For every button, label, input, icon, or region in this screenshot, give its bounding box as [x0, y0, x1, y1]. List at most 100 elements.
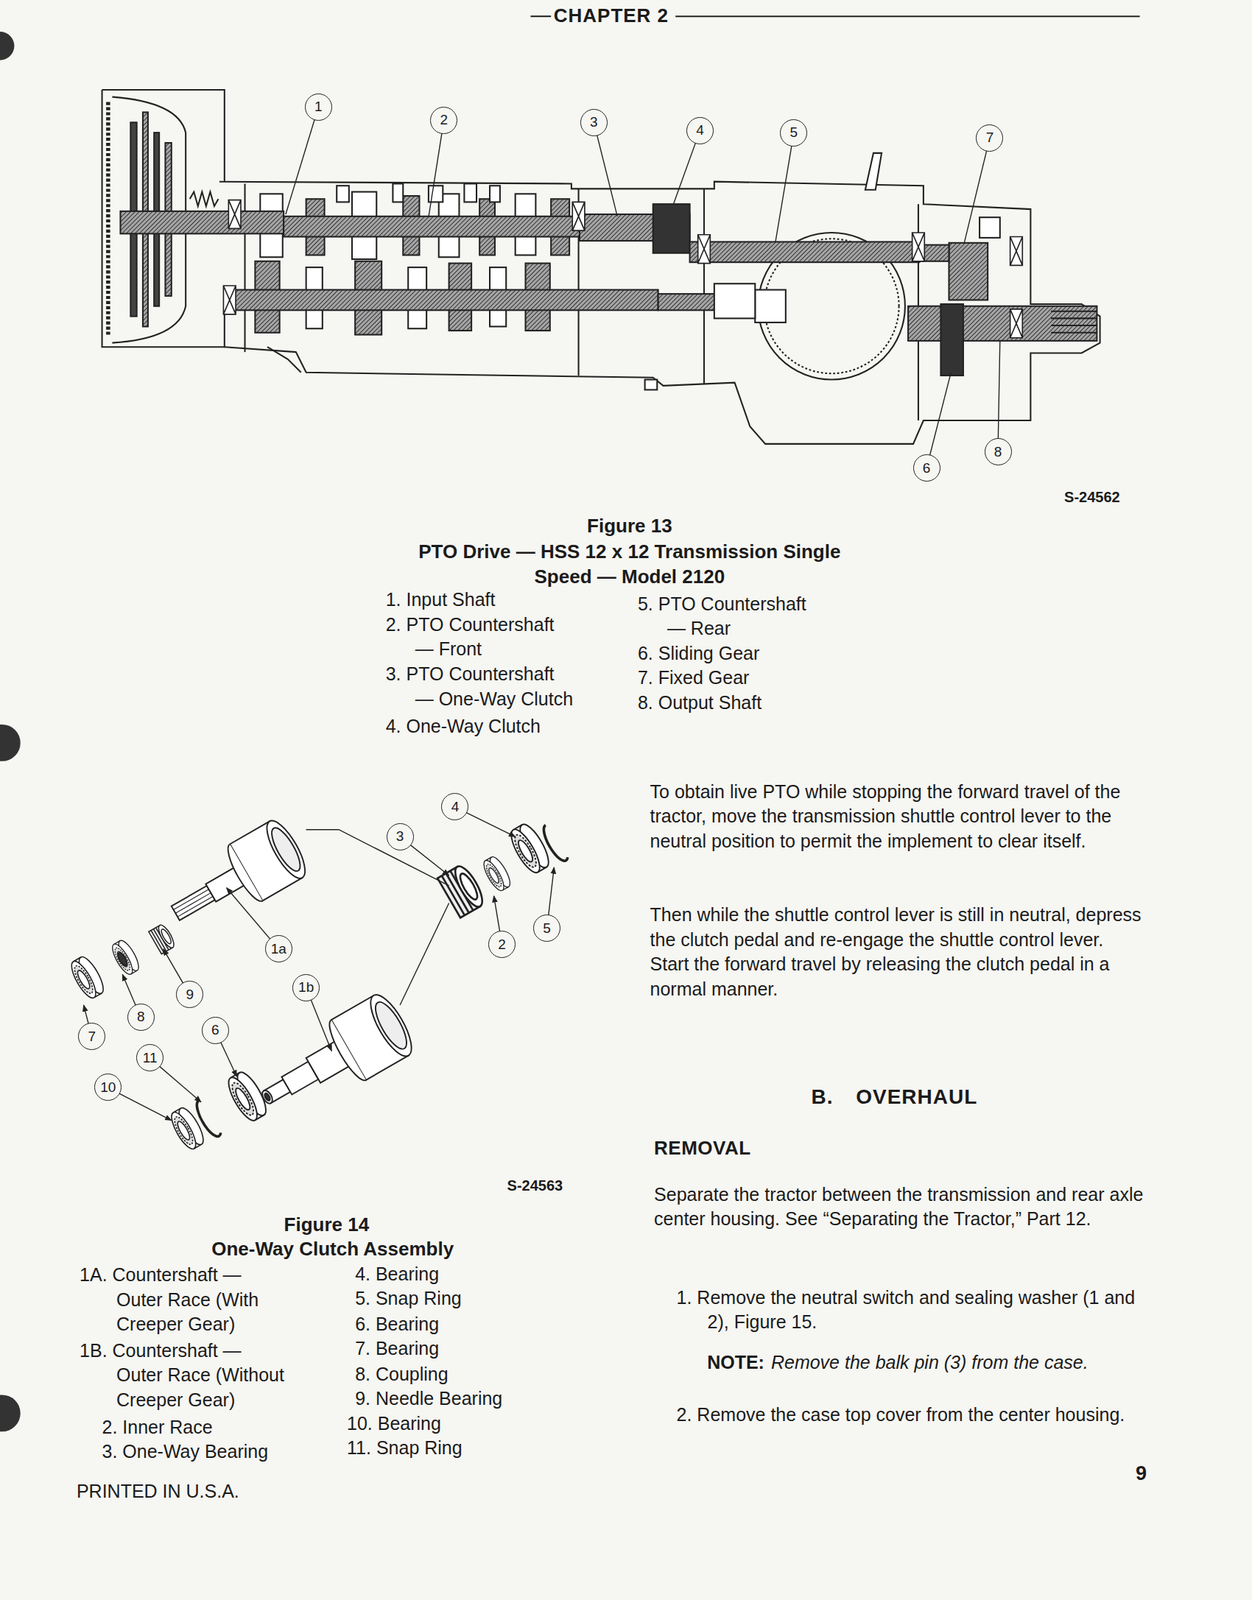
parts-list-item: 2. Inner Race — [102, 1415, 294, 1441]
parts-list-item: 7. Fixed Gear — [637, 665, 859, 691]
callout-circle: 2 — [430, 106, 458, 135]
callout-number: 7 — [87, 1028, 96, 1046]
clutch-exploded-view — [159, 816, 313, 942]
callout-number: 8 — [994, 444, 1003, 461]
clutch-exploded-view — [539, 824, 569, 865]
transmission-section — [908, 306, 1097, 341]
chapter-header: CHAPTER 2 — [553, 4, 669, 27]
procedure-step: 1. Remove the neutral switch and sealing… — [676, 1285, 1149, 1336]
transmission-section — [949, 243, 989, 301]
transmission-section — [489, 185, 501, 202]
clutch-exploded-view — [108, 938, 143, 978]
parts-list-item: 2. PTO Countershaft — Front — [385, 612, 571, 663]
figure-number: Figure 14 — [284, 1212, 370, 1238]
callout-number: 8 — [136, 1008, 146, 1026]
transmission-section — [653, 204, 691, 254]
leader-line — [997, 340, 1001, 453]
parts-list-item: 8. Output Shaft — [637, 690, 859, 716]
leader-line — [285, 107, 1001, 470]
parts-list-item: 10. Bearing — [346, 1411, 442, 1437]
transmission-section — [223, 200, 1023, 339]
callout-circle: 8 — [984, 438, 1012, 466]
parts-list-item: 3. One-Way Bearing — [102, 1439, 294, 1465]
transmission-section — [267, 346, 302, 373]
transmission-section — [714, 283, 755, 319]
header-rule — [675, 15, 1140, 17]
parts-list-item: 11. Snap Ring — [346, 1436, 463, 1462]
transmission-section — [645, 380, 658, 391]
parts-list-item: 7. Bearing — [354, 1336, 439, 1362]
callout-number: 7 — [986, 129, 995, 146]
header-rule — [530, 15, 551, 17]
clutch-exploded-view — [266, 824, 305, 875]
transmission-section — [940, 304, 963, 376]
transmission-section — [243, 183, 246, 353]
transmission-section — [698, 234, 711, 264]
callout-circle: 1 — [304, 93, 333, 121]
callout-number: 6 — [922, 460, 931, 477]
parts-list-item: 1A. Countershaft — Outer Race (With Cree… — [79, 1263, 291, 1338]
callout-number: 3 — [589, 114, 599, 131]
transmission-section — [392, 183, 403, 202]
transmission-section — [1010, 309, 1023, 339]
transmission-section — [219, 181, 1101, 445]
parts-list-item: 5. Snap Ring — [354, 1286, 462, 1312]
binder-holes — [0, 724, 21, 762]
body-paragraph: Separate the tractor between the transmi… — [653, 1182, 1152, 1233]
transmission-section — [229, 290, 659, 311]
subsection-heading: REMOVAL — [653, 1136, 752, 1162]
binder-holes — [0, 31, 21, 1432]
footer: PRINTED IN U.S.A. — [76, 1479, 240, 1505]
callout-circle: 3 — [386, 823, 414, 851]
leader-line — [593, 122, 618, 216]
callout-number: 5 — [790, 124, 799, 141]
parts-list-item: 1. Input Shaft — [385, 587, 607, 613]
callout-number: 3 — [396, 828, 405, 845]
callout-number: 6 — [211, 1022, 220, 1039]
parts-list-item: 5. PTO Countershaft — Rear — [637, 592, 822, 642]
clutch-exploded-view — [323, 1020, 367, 1085]
transmission-section — [228, 200, 241, 230]
figure-code: S-24563 — [507, 1176, 564, 1196]
callout-circle: 5 — [533, 914, 561, 942]
callout-number: 1b — [298, 979, 314, 996]
transmission-section — [102, 89, 1101, 445]
callout-number: 9 — [185, 986, 194, 1004]
transmission-section — [690, 241, 920, 263]
parts-list-item: 4. One-Way Clutch — [385, 714, 607, 740]
clutch-exploded-view — [363, 989, 420, 1062]
clutch-exploded-view — [67, 953, 108, 1001]
parts-list-item: 3. PTO Countershaft — One-Way Clutch — [385, 662, 577, 712]
transmission-section — [106, 102, 111, 338]
callout-circle: 6 — [201, 1017, 230, 1045]
transmission-section — [572, 201, 585, 231]
transmission-section — [223, 285, 236, 315]
callout-number: 1 — [314, 98, 323, 115]
leader-line — [428, 120, 445, 218]
clutch-exploded-view — [67, 816, 569, 1153]
parts-list-item: 1B. Countershaft — Outer Race (Without C… — [79, 1338, 291, 1414]
callout-circle: 9 — [176, 980, 204, 1009]
transmission-section — [1050, 311, 1097, 333]
parts-list-item: 6. Bearing — [354, 1312, 439, 1338]
transmission-section — [463, 183, 477, 202]
clutch-exploded-view — [223, 1068, 272, 1125]
clutch-exploded-view — [259, 816, 313, 884]
transmission-section — [703, 188, 705, 384]
leader-line — [285, 107, 319, 216]
parts-list-item: 6. Sliding Gear — [637, 641, 859, 667]
note-label: NOTE: — [707, 1350, 765, 1376]
clutch-exploded-view — [480, 854, 514, 894]
callout-circle: 2 — [488, 930, 516, 959]
binder-holes — [0, 31, 14, 61]
body-paragraph: Then while the shuttle control lever is … — [650, 902, 1148, 1002]
clutch-exploded-view — [246, 989, 420, 1130]
clutch-exploded-view — [116, 951, 129, 967]
clutch-exploded-view — [369, 997, 413, 1054]
transmission-section — [428, 185, 443, 202]
callout-circle: 3 — [580, 108, 608, 137]
figure-title: PTO Drive — HSS 12 x 12 Transmission Sin… — [401, 539, 858, 590]
leader-arrow — [83, 807, 555, 1121]
clutch-exploded-view — [171, 885, 216, 921]
transmission-section — [865, 153, 882, 191]
